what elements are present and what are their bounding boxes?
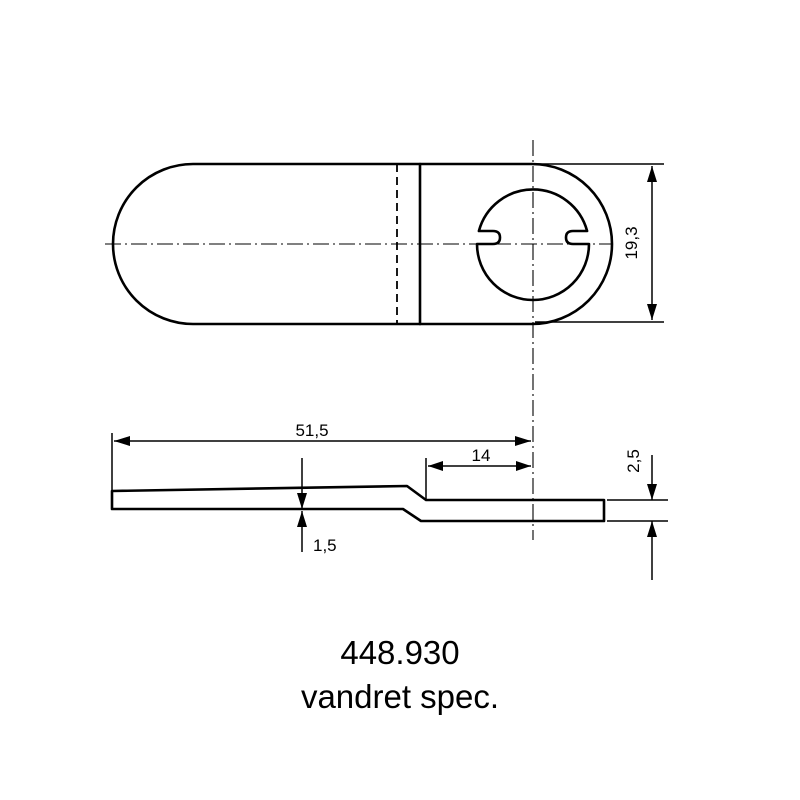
keyed-hole [475, 188, 591, 302]
side-view [110, 484, 606, 523]
side-profile [110, 484, 606, 523]
height-label: 2,5 [624, 449, 643, 473]
part-number: 448.930 [340, 634, 460, 671]
thickness-dimension: 1,5 [297, 458, 337, 555]
width-label: 19,3 [622, 226, 641, 259]
length-total-label: 51,5 [295, 421, 328, 440]
length-dimension: 51,5 [111, 421, 531, 490]
plate-outline [111, 162, 614, 326]
height-dimension: 2,5 [607, 449, 668, 580]
part-description: vandret spec. [300, 678, 500, 715]
thickness-label: 1,5 [313, 536, 337, 555]
width-dimension: 19,3 [535, 163, 664, 323]
top-view [105, 140, 614, 540]
offset-dimension: 14 [425, 446, 531, 499]
length-offset-label: 14 [472, 446, 491, 465]
